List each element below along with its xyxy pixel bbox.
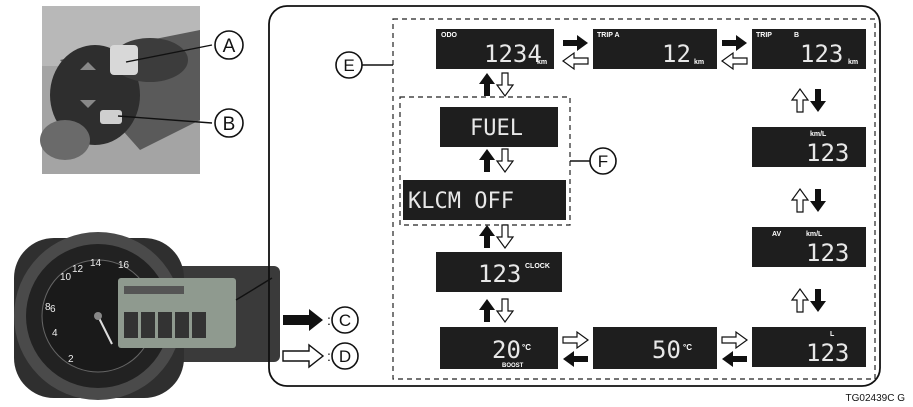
display-temp: 50 °C <box>593 327 717 369</box>
svg-text:ODO: ODO <box>441 32 458 39</box>
svg-text:km: km <box>694 59 704 66</box>
display-range: L 123 <box>752 327 866 367</box>
arrow-pair-av-range <box>792 289 826 312</box>
svg-text:123: 123 <box>800 40 843 68</box>
svg-text:123: 123 <box>806 239 849 267</box>
display-av: AV km/L 123 <box>752 227 866 267</box>
svg-text:°C: °C <box>522 343 531 352</box>
svg-text:C: C <box>339 311 351 330</box>
arrow-pair-odo-tripa <box>563 35 588 69</box>
svg-text:2: 2 <box>68 354 74 365</box>
svg-text:km: km <box>848 59 858 66</box>
arrow-pair-boost-temp <box>563 332 588 367</box>
display-odo: ODO 1234 km <box>436 29 554 69</box>
svg-text:D: D <box>339 347 351 366</box>
arrow-pair-fuel-odo <box>479 73 513 96</box>
display-klcm: KLCM OFF <box>403 180 566 220</box>
svg-text:10: 10 <box>60 272 72 283</box>
svg-text:TRIP A: TRIP A <box>597 32 620 39</box>
display-trip-b: TRIP B 123 km <box>752 29 866 69</box>
arrow-pair-kml-av <box>792 189 826 212</box>
callout-f: F <box>570 148 616 174</box>
svg-text:6: 6 <box>50 304 56 315</box>
arrow-pair-temp-range <box>722 332 747 367</box>
callout-a: A <box>215 31 243 59</box>
svg-text:50: 50 <box>652 336 681 364</box>
svg-text:123: 123 <box>478 260 521 288</box>
arrow-pair-tripb-kml <box>792 89 826 112</box>
svg-text:CLOCK: CLOCK <box>525 263 550 270</box>
svg-text:4: 4 <box>52 328 58 339</box>
arrow-pair-klcm-fuel <box>479 149 513 172</box>
svg-text:BOOST: BOOST <box>502 363 524 369</box>
svg-text:L: L <box>830 331 835 338</box>
svg-text:12: 12 <box>72 264 84 275</box>
svg-text:E: E <box>343 56 354 75</box>
svg-text::: : <box>327 348 331 364</box>
svg-text:FUEL: FUEL <box>470 116 523 141</box>
svg-text:AV: AV <box>772 231 782 238</box>
svg-text::: : <box>327 312 331 328</box>
callout-b: B <box>215 109 243 137</box>
display-kml: km/L 123 <box>752 127 866 167</box>
display-trip-a: TRIP A 12 km <box>593 29 717 69</box>
svg-text:1234: 1234 <box>484 40 542 68</box>
display-boost: 20 °C BOOST <box>440 327 558 369</box>
svg-text:km/L: km/L <box>806 231 823 238</box>
svg-text:km: km <box>537 59 547 66</box>
svg-text:16: 16 <box>118 260 130 271</box>
display-fuel: FUEL <box>440 107 558 147</box>
legend-black-arrow: : C <box>283 307 358 333</box>
svg-text:14: 14 <box>90 258 102 269</box>
svg-text:123: 123 <box>806 139 849 167</box>
figure-code: TG02439C G <box>846 393 906 404</box>
switch-photo <box>40 6 200 174</box>
callout-e: E <box>336 52 393 78</box>
instrument-cluster: 2 4 6 8 10 12 14 16 <box>14 232 280 400</box>
svg-text:TRIP: TRIP <box>756 32 772 39</box>
arrow-pair-boost-clock <box>479 299 513 322</box>
svg-text:12: 12 <box>662 40 691 68</box>
arrow-pair-clock-klcm <box>479 225 513 248</box>
svg-text:8: 8 <box>45 302 51 313</box>
svg-text:A: A <box>223 36 236 57</box>
svg-text:F: F <box>598 152 608 171</box>
svg-text:KLCM OFF: KLCM OFF <box>408 189 514 214</box>
svg-text:°C: °C <box>683 343 692 352</box>
svg-text:km/L: km/L <box>810 131 827 138</box>
svg-text:B: B <box>794 32 799 39</box>
arrow-pair-tripa-tripb <box>722 35 747 69</box>
svg-text:123: 123 <box>806 339 849 367</box>
svg-text:20: 20 <box>492 336 521 364</box>
svg-text:B: B <box>223 114 236 135</box>
display-clock: 123 CLOCK <box>436 252 562 292</box>
legend-white-arrow: : D <box>283 343 358 369</box>
